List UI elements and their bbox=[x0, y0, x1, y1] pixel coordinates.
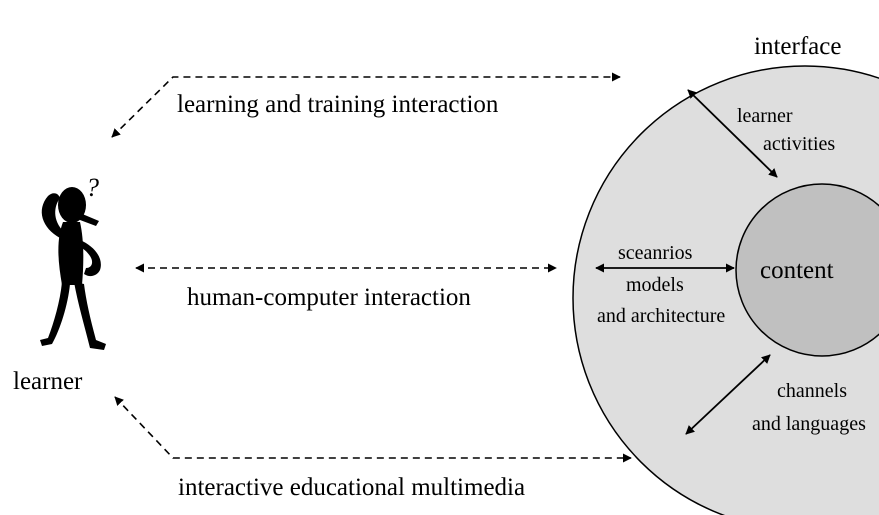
learner-activities-label-line1: learner bbox=[737, 105, 793, 127]
learner-body bbox=[58, 222, 84, 285]
channels-arrow bbox=[685, 354, 771, 435]
multimedia-arrow bbox=[114, 396, 632, 463]
content-label: content bbox=[760, 257, 834, 284]
question-mark: ? bbox=[86, 173, 99, 202]
learning-interaction-label: learning and training interaction bbox=[177, 91, 499, 118]
channels-label-line1: channels bbox=[777, 380, 847, 402]
learner-hip-arm bbox=[78, 240, 101, 277]
learner-left-leg bbox=[40, 282, 70, 346]
learning-interaction-arrow bbox=[111, 72, 621, 138]
interface-circle bbox=[572, 65, 879, 515]
channels-label-line2: and languages bbox=[752, 413, 866, 435]
learner-label: learner bbox=[13, 368, 83, 395]
content-circle bbox=[735, 183, 879, 357]
learner-cap bbox=[80, 213, 99, 226]
learner-head bbox=[58, 187, 86, 223]
scenarios-label-line2: models bbox=[626, 274, 684, 296]
interface-label: interface bbox=[754, 33, 841, 60]
scenarios-label-line3: and architecture bbox=[597, 305, 725, 327]
learner-raised-arm bbox=[41, 193, 64, 238]
learner-right-leg bbox=[74, 282, 106, 350]
learner-activities-arrow bbox=[687, 89, 778, 178]
learner-figure: ? bbox=[40, 173, 106, 350]
multimedia-label: interactive educational multimedia bbox=[178, 474, 525, 501]
hci-label: human-computer interaction bbox=[187, 284, 471, 311]
scenarios-label-line1: sceanrios bbox=[618, 242, 693, 264]
learner-activities-label-line2: activities bbox=[763, 133, 835, 155]
